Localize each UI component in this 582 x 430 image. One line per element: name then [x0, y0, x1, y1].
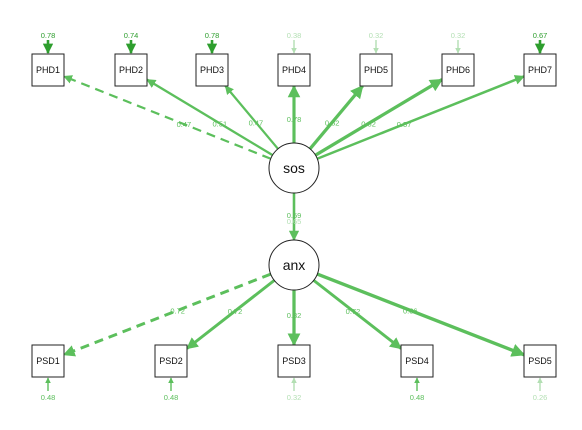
latent-label-anx: anx — [283, 257, 306, 273]
loading-path-psd1 — [62, 272, 272, 357]
loading-label-phd3: 0.47 — [249, 118, 264, 127]
residual-label-psd1: 0.48 — [41, 393, 56, 402]
indicator-node-phd6: PHD6 — [441, 53, 475, 87]
loading-path-phd5 — [308, 84, 364, 150]
loading-label-psd5: 0.86 — [403, 306, 418, 315]
indicator-label-phd5: PHD5 — [364, 65, 388, 75]
indicator-node-psd3: PSD3 — [277, 344, 311, 378]
anx-residual-label: 0.65 — [287, 217, 302, 226]
loading-path-phd1 — [63, 75, 272, 160]
loading-path-psd5 — [316, 272, 526, 357]
indicator-label-phd1: PHD1 — [36, 65, 60, 75]
loading-label-phd6: 0.82 — [361, 119, 376, 128]
indicator-label-psd5: PSD5 — [528, 356, 552, 366]
indicator-node-psd2: PSD2 — [154, 344, 188, 378]
loading-label-phd4: 0.78 — [287, 115, 302, 124]
indicator-label-psd3: PSD3 — [282, 356, 306, 366]
residual-label-phd6: 0.32 — [451, 31, 466, 40]
loading-path-psd4 — [312, 279, 402, 350]
latent-node-sos: sos — [268, 142, 320, 194]
residual-label-phd7: 0.67 — [533, 31, 548, 40]
indicator-node-psd1: PSD1 — [31, 344, 65, 378]
loading-label-phd1: 0.47 — [177, 120, 192, 129]
residual-label-psd5: 0.26 — [533, 393, 548, 402]
indicator-node-psd5: PSD5 — [523, 344, 557, 378]
indicator-node-phd2: PHD2 — [114, 53, 148, 87]
indicator-node-phd5: PHD5 — [359, 53, 393, 87]
indicator-node-psd4: PSD4 — [400, 344, 434, 378]
indicator-node-phd1: PHD1 — [31, 53, 65, 87]
regression-coefficient-label: 0.59 — [287, 211, 302, 220]
loading-path-psd2 — [186, 279, 276, 350]
indicator-label-phd3: PHD3 — [200, 65, 224, 75]
loading-label-phd2: 0.51 — [213, 119, 228, 128]
indicator-label-psd4: PSD4 — [405, 356, 429, 366]
residual-label-psd3: 0.32 — [287, 393, 302, 402]
loading-label-psd2: 0.72 — [228, 307, 243, 316]
indicator-label-phd2: PHD2 — [119, 65, 143, 75]
latent-node-anx: anx — [268, 239, 320, 291]
indicator-node-phd7: PHD7 — [523, 53, 557, 87]
indicator-label-psd1: PSD1 — [36, 356, 60, 366]
residual-label-phd5: 0.32 — [369, 31, 384, 40]
residual-label-phd4: 0.38 — [287, 31, 302, 40]
residual-label-psd4: 0.48 — [410, 393, 425, 402]
loading-label-psd3: 0.82 — [287, 311, 302, 320]
indicator-label-psd2: PSD2 — [159, 356, 183, 366]
loading-label-phd5: 0.82 — [325, 118, 340, 127]
indicator-node-phd3: PHD3 — [195, 53, 229, 87]
loading-label-psd1: 0.72 — [170, 306, 185, 315]
loading-path-phd2 — [146, 78, 274, 157]
loading-path-phd6 — [314, 78, 444, 157]
latent-label-sos: sos — [283, 160, 305, 176]
indicator-label-phd7: PHD7 — [528, 65, 552, 75]
residual-label-phd3: 0.78 — [205, 31, 220, 40]
indicator-label-phd6: PHD6 — [446, 65, 470, 75]
indicator-label-phd4: PHD4 — [282, 65, 306, 75]
indicator-node-phd4: PHD4 — [277, 53, 311, 87]
loading-path-phd7 — [316, 75, 525, 160]
loading-path-phd3 — [224, 85, 279, 150]
residual-label-phd2: 0.74 — [124, 31, 139, 40]
residual-label-phd1: 0.78 — [41, 31, 56, 40]
residual-label-psd2: 0.48 — [164, 393, 179, 402]
loading-label-phd7: 0.57 — [397, 120, 412, 129]
loading-label-psd4: 0.72 — [346, 307, 361, 316]
